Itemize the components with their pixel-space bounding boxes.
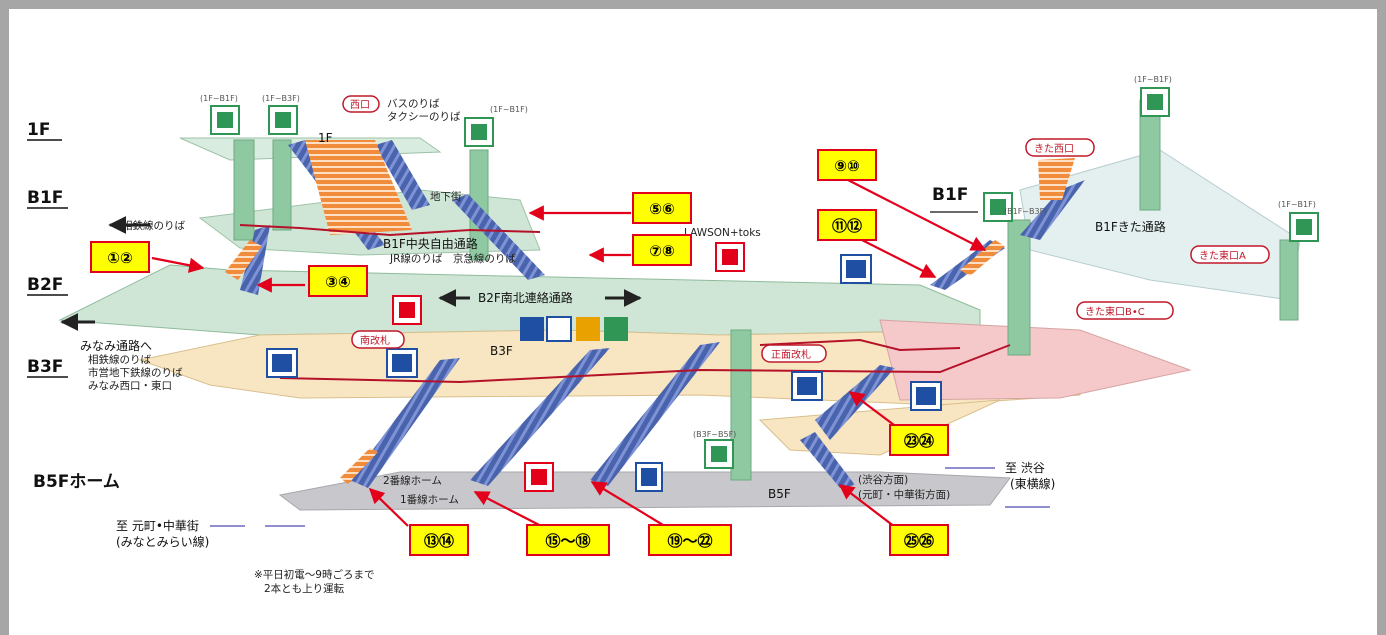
- minami-passage-label: みなみ通路へ: [80, 338, 152, 353]
- elevator-icon: [983, 192, 1013, 222]
- note-line-2: 2本とも上り運転: [264, 582, 345, 595]
- minatomirai-line-label: (みなとみらい線): [116, 534, 209, 549]
- direction-arrows: [60, 216, 642, 331]
- elevator-icon: [1289, 212, 1319, 242]
- elevator-icon: [1140, 87, 1170, 117]
- shop-icon: [715, 242, 745, 272]
- callout-9-10: ⑨⑩: [817, 149, 877, 181]
- taxi-label: タクシーのりば: [387, 111, 461, 123]
- minami-kaisatsu-label: 南改札: [360, 334, 390, 347]
- floor-label-1f: 1F: [27, 120, 50, 140]
- platform-direction-lines: [210, 467, 1050, 527]
- ticket-machine-icon: [910, 381, 942, 411]
- elevator-range-label: (1F~B1F): [1134, 75, 1172, 84]
- svg-text:㉓㉔: ㉓㉔: [904, 432, 934, 450]
- lawson-label: LAWSON+toks: [684, 227, 761, 239]
- floor-label-b1f-right: B1F: [932, 185, 968, 205]
- phone-icon: [635, 462, 663, 492]
- elevator-range-label: (1F~B1F): [490, 105, 528, 114]
- chikagai-label: 地下街: [430, 190, 462, 203]
- elevator-icon: [464, 117, 494, 147]
- kita-nishiguchi-label: きた西口: [1034, 143, 1074, 155]
- one-f-label: 1F: [318, 131, 333, 145]
- callout-19-22: ⑲～㉒: [648, 524, 732, 556]
- callout-1-2: ①②: [90, 241, 150, 273]
- b1f-center-passage-label: B1F中央自由通路: [383, 236, 478, 251]
- stairs: [225, 140, 1075, 484]
- svg-text:⑮～⑱: ⑮～⑱: [545, 532, 590, 550]
- callout-13-14: ⑬⑭: [409, 524, 469, 556]
- svg-text:⑬⑭: ⑬⑭: [424, 532, 454, 550]
- elevator-range-label: (B3F~B5F): [693, 430, 736, 439]
- callout-25-26: ㉕㉖: [889, 524, 949, 556]
- b5f-label: B5F: [768, 487, 791, 501]
- multipurpose-toilet-icon: [604, 317, 628, 341]
- floor-label-b3f: B3F: [27, 357, 63, 377]
- ticket-machine-icon: [791, 371, 823, 401]
- route-lines: [239, 224, 1011, 384]
- to-motomachi-label: 至 元町•中華街: [116, 518, 199, 533]
- svg-text:⑤⑥: ⑤⑥: [649, 200, 674, 218]
- callout-15-18: ⑮～⑱: [526, 524, 610, 556]
- ticket-machine-icon: [840, 254, 872, 284]
- ticket-machine-icon: [266, 348, 298, 378]
- svg-text:⑲～㉒: ⑲～㉒: [667, 532, 712, 550]
- elevator-icon: [210, 105, 240, 135]
- svg-text:⑨⑩: ⑨⑩: [834, 157, 859, 175]
- shop-icon: [524, 462, 554, 492]
- b2f-passage-label: B2F南北連絡通路: [478, 290, 573, 305]
- callout-5-6: ⑤⑥: [632, 192, 692, 224]
- toilet-icon: [520, 317, 544, 341]
- elevator-range-label: (1F~B1F): [200, 94, 238, 103]
- svg-text:⑦⑧: ⑦⑧: [649, 242, 674, 260]
- floor-label-b2f: B2F: [27, 275, 63, 295]
- shomen-kaisatsu-label: 正面改札: [771, 348, 811, 361]
- floor-label-b1f: B1F: [27, 188, 63, 208]
- sotetsu-label: 相鉄線のりば: [122, 219, 185, 232]
- minami-exit-label: みなみ西口・東口: [88, 379, 172, 392]
- elevator-range-label: (1F~B3F): [262, 94, 300, 103]
- svg-text:㉕㉖: ㉕㉖: [904, 532, 934, 550]
- floor-b3f-slab: [138, 319, 1192, 456]
- nishiguchi-label: 西口: [350, 100, 370, 111]
- floor-label-b5f-home: B5Fホーム: [33, 472, 120, 492]
- svg-text:③④: ③④: [325, 273, 350, 291]
- shop-icon: [392, 295, 422, 325]
- jr-keikyu-label: JR線のりば 京急線のりば: [389, 252, 516, 265]
- elevator-icon: [704, 439, 734, 469]
- wheelchair-icon: [546, 316, 572, 342]
- b3f-label: B3F: [490, 344, 513, 358]
- callout-arrows: [151, 179, 987, 529]
- callout-23-24: ㉓㉔: [889, 424, 949, 456]
- callout-7-8: ⑦⑧: [632, 234, 692, 266]
- platform-2-label: 2番線ホーム: [383, 474, 442, 487]
- baby-icon: [576, 317, 600, 341]
- elevator-icon: [268, 105, 298, 135]
- elevator-range-label: (B1F~B3F): [1004, 207, 1047, 216]
- toyoko-line-label: (東横線): [1010, 476, 1055, 491]
- b1f-kita-passage-label: B1Fきた通路: [1095, 219, 1166, 234]
- subway-label: 市営地下鉄線のりば: [88, 366, 183, 379]
- kita-higashi-bc-label: きた東口B•C: [1085, 305, 1145, 318]
- platform-1-label: 1番線ホーム: [400, 493, 459, 506]
- minami-sotetsu-label: 相鉄線のりば: [88, 353, 151, 366]
- svg-text:⑪⑫: ⑪⑫: [832, 217, 862, 235]
- kita-higashi-a-label: きた東口A: [1199, 249, 1246, 262]
- callout-11-12: ⑪⑫: [817, 209, 877, 241]
- note-line-1: ※平日初電～9時ごろまで: [254, 568, 374, 581]
- to-shibuya-label: 至 渋谷: [1005, 461, 1045, 475]
- ticket-machine-icon: [386, 348, 418, 378]
- elevator-range-label: (1F~B1F): [1278, 200, 1316, 209]
- callout-3-4: ③④: [308, 265, 368, 297]
- svg-text:①②: ①②: [107, 249, 132, 267]
- shibuya-direction-label: (渋谷方面): [858, 473, 908, 486]
- motomachi-direction-label: (元町・中華街方面): [858, 488, 950, 501]
- bus-label: バスのりば: [387, 98, 440, 110]
